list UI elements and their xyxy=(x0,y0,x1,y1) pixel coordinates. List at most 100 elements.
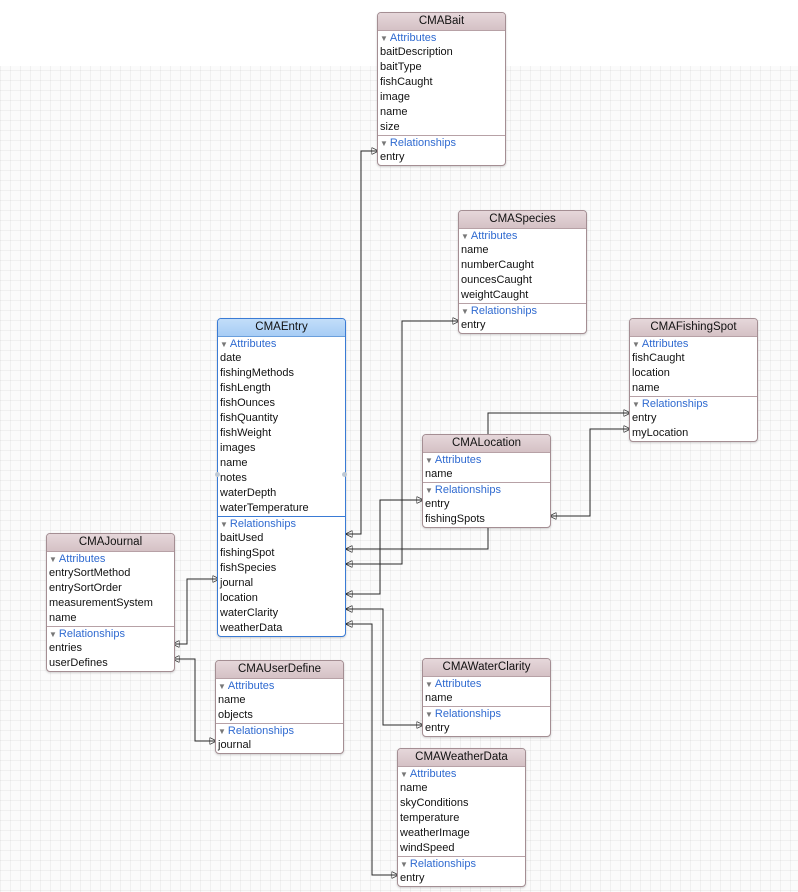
attributes-section-header[interactable]: ▼Attributes xyxy=(220,338,277,350)
relationship-row[interactable]: entry xyxy=(425,498,450,510)
relationship-row[interactable]: entries xyxy=(49,642,83,654)
entity-title[interactable]: CMAFishingSpot xyxy=(630,319,757,337)
entity-title[interactable]: CMAJournal xyxy=(47,534,174,552)
disclosure-triangle-icon[interactable]: ▼ xyxy=(461,232,469,241)
entity-cmabait[interactable]: CMABait ▼Attributes baitDescription bait… xyxy=(377,12,506,166)
relationship-row[interactable]: fishingSpot xyxy=(220,547,275,559)
attribute-row[interactable]: weightCaught xyxy=(461,289,529,301)
attribute-row[interactable]: waterTemperature xyxy=(220,502,309,514)
relationships-section-header[interactable]: ▼Relationships xyxy=(378,135,505,150)
relationship-row[interactable]: entry xyxy=(400,872,425,884)
entity-cmajournal[interactable]: CMAJournal ▼Attributes entrySortMethod e… xyxy=(46,533,175,672)
disclosure-triangle-icon[interactable]: ▼ xyxy=(380,139,388,148)
attribute-row[interactable]: fishQuantity xyxy=(220,412,279,424)
relationship-row[interactable]: location xyxy=(220,592,258,604)
entity-title[interactable]: CMAUserDefine xyxy=(216,661,343,679)
attribute-row[interactable]: name xyxy=(632,382,660,394)
entity-title[interactable]: CMAWaterClarity xyxy=(423,659,550,677)
relationship-row[interactable]: fishingSpots xyxy=(425,513,485,525)
attribute-row[interactable]: location xyxy=(632,367,670,379)
relationships-section-header[interactable]: ▼Relationships xyxy=(216,723,343,738)
attributes-section-header[interactable]: ▼Attributes xyxy=(425,454,482,466)
attribute-row[interactable]: fishOunces xyxy=(220,397,276,409)
attribute-row[interactable]: skyConditions xyxy=(400,797,469,809)
attributes-section-header[interactable]: ▼Attributes xyxy=(400,768,457,780)
disclosure-triangle-icon[interactable]: ▼ xyxy=(218,727,226,736)
disclosure-triangle-icon[interactable]: ▼ xyxy=(49,555,57,564)
relationship-row[interactable]: entry xyxy=(461,319,486,331)
relationship-row[interactable]: weatherData xyxy=(220,622,283,634)
relationship-row[interactable]: entry xyxy=(425,722,450,734)
attributes-section-header[interactable]: ▼Attributes xyxy=(632,338,689,350)
entity-cmafishingspot[interactable]: CMAFishingSpot ▼Attributes fishCaught lo… xyxy=(629,318,758,442)
resize-handle-left[interactable] xyxy=(215,472,220,477)
disclosure-triangle-icon[interactable]: ▼ xyxy=(400,770,408,779)
entity-cmaweatherdata[interactable]: CMAWeatherData ▼Attributes name skyCondi… xyxy=(397,748,526,887)
entity-cmawaterclarity[interactable]: CMAWaterClarity ▼Attributes name ▼Relati… xyxy=(422,658,551,737)
attribute-row[interactable]: name xyxy=(380,106,408,118)
entity-title[interactable]: CMALocation xyxy=(423,435,550,453)
attribute-row[interactable]: name xyxy=(220,457,248,469)
disclosure-triangle-icon[interactable]: ▼ xyxy=(425,456,433,465)
relationships-section-header[interactable]: ▼Relationships xyxy=(459,303,586,318)
entity-cmaentry[interactable]: CMAEntry ▼Attributes date fishingMethods… xyxy=(217,318,346,637)
attribute-row[interactable]: date xyxy=(220,352,242,364)
attribute-row[interactable]: temperature xyxy=(400,812,460,824)
disclosure-triangle-icon[interactable]: ▼ xyxy=(425,710,433,719)
disclosure-triangle-icon[interactable]: ▼ xyxy=(380,34,388,43)
attribute-row[interactable]: entrySortOrder xyxy=(49,582,122,594)
entity-cmaspecies[interactable]: CMASpecies ▼Attributes name numberCaught… xyxy=(458,210,587,334)
disclosure-triangle-icon[interactable]: ▼ xyxy=(632,400,640,409)
entity-cmauserdefine[interactable]: CMAUserDefine ▼Attributes name objects ▼… xyxy=(215,660,344,754)
attributes-section-header[interactable]: ▼Attributes xyxy=(425,678,482,690)
attributes-section-header[interactable]: ▼Attributes xyxy=(218,680,275,692)
attribute-row[interactable]: objects xyxy=(218,709,253,721)
attribute-row[interactable]: fishCaught xyxy=(632,352,685,364)
relationship-row[interactable]: entry xyxy=(632,412,657,424)
attribute-row[interactable]: measurementSystem xyxy=(49,597,153,609)
relationship-row[interactable]: myLocation xyxy=(632,427,689,439)
attribute-row[interactable]: weatherImage xyxy=(400,827,470,839)
relationships-section-header[interactable]: ▼Relationships xyxy=(47,626,174,641)
attribute-row[interactable]: windSpeed xyxy=(400,842,455,854)
attribute-row[interactable]: image xyxy=(380,91,410,103)
attribute-row[interactable]: notes xyxy=(220,472,247,484)
attribute-row[interactable]: fishLength xyxy=(220,382,271,394)
relationships-section-header[interactable]: ▼Relationships xyxy=(630,396,757,411)
attributes-section-header[interactable]: ▼Attributes xyxy=(380,32,437,44)
attribute-row[interactable]: name xyxy=(49,612,77,624)
attribute-row[interactable]: name xyxy=(425,692,453,704)
attributes-section-header[interactable]: ▼Attributes xyxy=(49,553,106,565)
disclosure-triangle-icon[interactable]: ▼ xyxy=(425,680,433,689)
disclosure-triangle-icon[interactable]: ▼ xyxy=(461,307,469,316)
disclosure-triangle-icon[interactable]: ▼ xyxy=(220,340,228,349)
attribute-row[interactable]: entrySortMethod xyxy=(49,567,131,579)
relationships-section-header[interactable]: ▼Relationships xyxy=(423,706,550,721)
attribute-row[interactable]: name xyxy=(218,694,246,706)
disclosure-triangle-icon[interactable]: ▼ xyxy=(632,340,640,349)
attribute-row[interactable]: baitType xyxy=(380,61,422,73)
relationships-section-header[interactable]: ▼Relationships xyxy=(398,856,525,871)
relationship-row[interactable]: userDefines xyxy=(49,657,108,669)
attribute-row[interactable]: fishingMethods xyxy=(220,367,294,379)
attribute-row[interactable]: fishWeight xyxy=(220,427,272,439)
entity-title[interactable]: CMAWeatherData xyxy=(398,749,525,767)
disclosure-triangle-icon[interactable]: ▼ xyxy=(49,630,57,639)
entity-title[interactable]: CMAEntry xyxy=(218,319,345,337)
attribute-row[interactable]: name xyxy=(425,468,453,480)
attribute-row[interactable]: baitDescription xyxy=(380,46,453,58)
relationship-row[interactable]: entry xyxy=(380,151,405,163)
entity-title[interactable]: CMABait xyxy=(378,13,505,31)
attribute-row[interactable]: waterDepth xyxy=(220,487,277,499)
relationship-row[interactable]: waterClarity xyxy=(220,607,279,619)
disclosure-triangle-icon[interactable]: ▼ xyxy=(425,486,433,495)
entity-title[interactable]: CMASpecies xyxy=(459,211,586,229)
attribute-row[interactable]: name xyxy=(461,244,489,256)
relationship-row[interactable]: journal xyxy=(218,739,252,751)
entity-cmalocation[interactable]: CMALocation ▼Attributes name ▼Relationsh… xyxy=(422,434,551,528)
disclosure-triangle-icon[interactable]: ▼ xyxy=(400,860,408,869)
relationship-row[interactable]: fishSpecies xyxy=(220,562,277,574)
attribute-row[interactable]: name xyxy=(400,782,428,794)
disclosure-triangle-icon[interactable]: ▼ xyxy=(220,520,228,529)
